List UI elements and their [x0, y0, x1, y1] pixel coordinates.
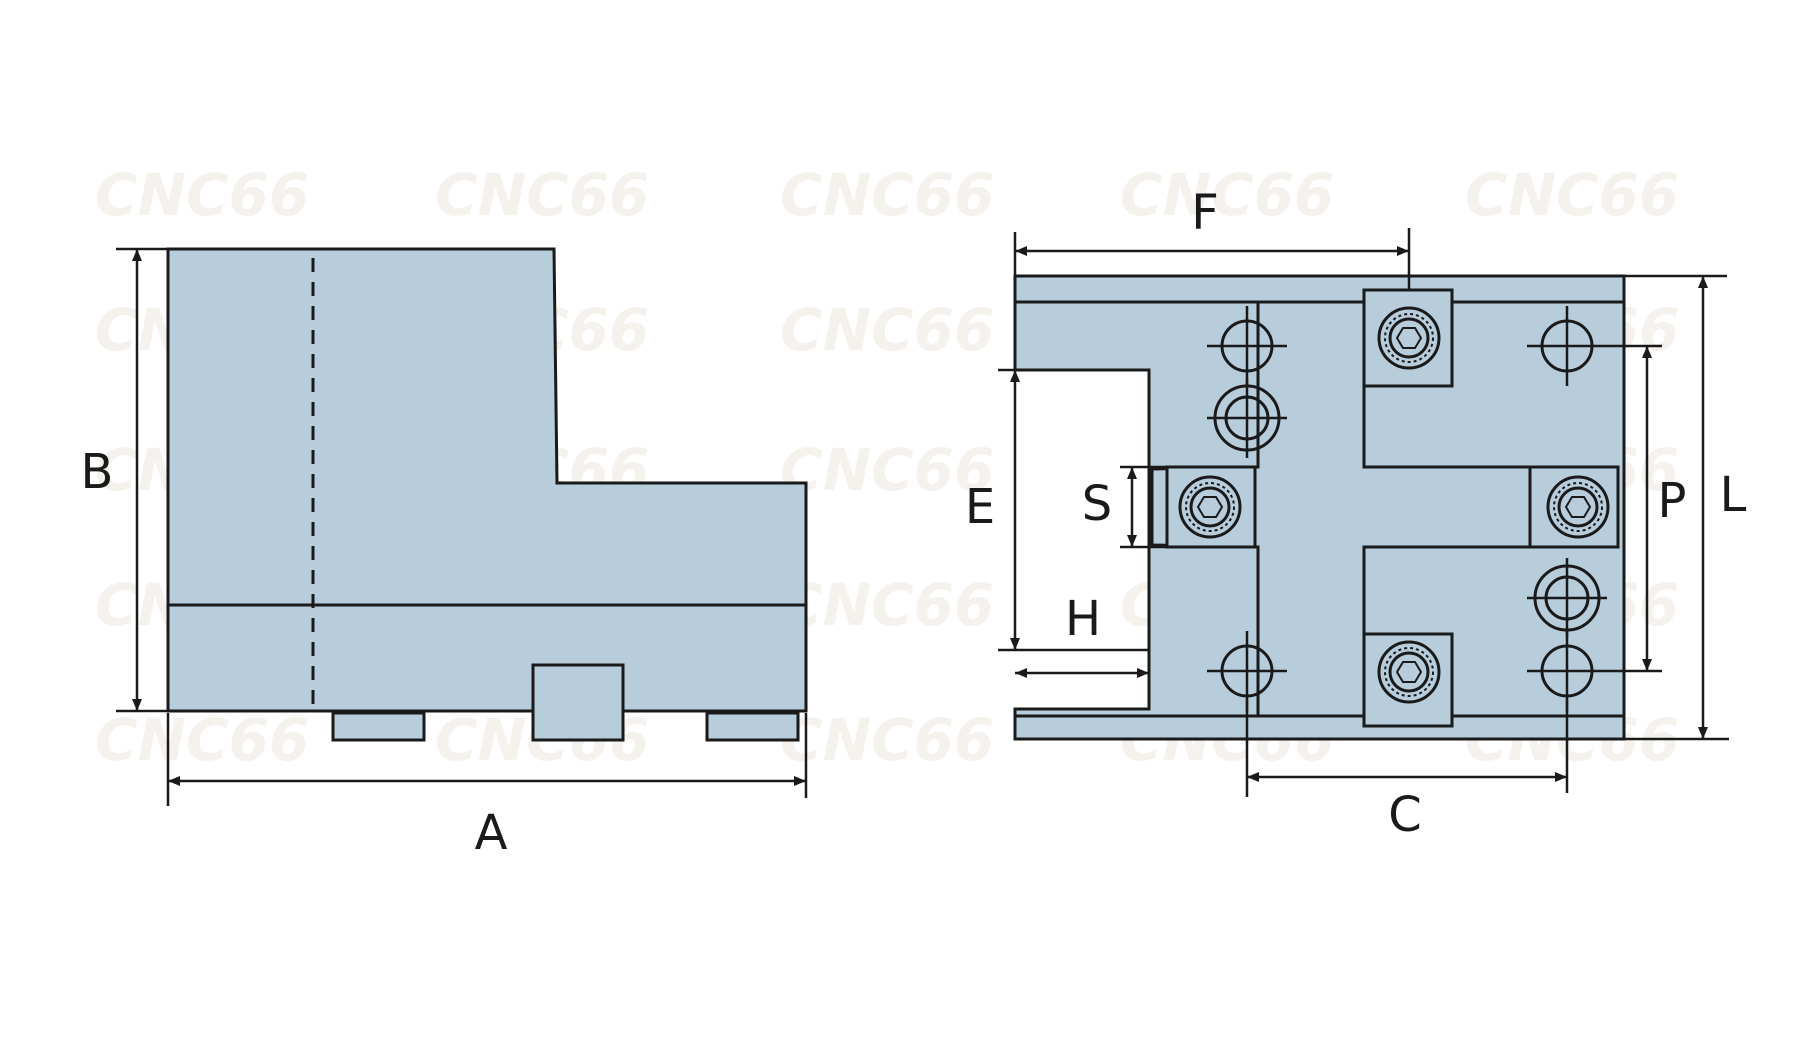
dimension-p-label: P: [1658, 473, 1687, 529]
counterbore-hole: [1207, 378, 1287, 458]
side-view: B A: [81, 247, 808, 861]
key-block: [531, 663, 625, 742]
top-view: F E H S C P L: [965, 185, 1747, 843]
foot-left: [331, 711, 426, 742]
watermark-text: CNC66: [95, 706, 309, 774]
mounting-hole: [1527, 306, 1662, 386]
watermark-text: CNC66: [780, 571, 994, 639]
watermark-text: CNC66: [780, 436, 994, 504]
watermark-text: CNC66: [435, 161, 649, 229]
t-nut-right: [1528, 465, 1620, 549]
watermark-text: CNC66: [1465, 161, 1679, 229]
jaw-body-top: [1013, 274, 1626, 741]
dimension-a-label: A: [475, 805, 508, 861]
dimension-f-label: F: [1191, 185, 1219, 241]
mounting-hole: [1207, 631, 1287, 711]
watermark-text: CNC66: [95, 161, 309, 229]
counterbore-hole: [1527, 558, 1607, 638]
foot-right: [705, 711, 800, 742]
dimension-l-label: L: [1720, 467, 1747, 523]
watermark-text: CNC66: [780, 706, 994, 774]
dimension-e-label: E: [965, 479, 995, 535]
jaw-body-side: [166, 247, 808, 713]
watermark-text: CNC66: [780, 296, 994, 364]
watermark-text: CNC66: [780, 161, 994, 229]
dimension-h-label: H: [1065, 591, 1101, 647]
dimension-c-label: C: [1388, 787, 1422, 843]
dimension-b-label: B: [81, 444, 114, 500]
mounting-hole: [1207, 306, 1287, 386]
watermark-text: CNC66: [1120, 161, 1334, 229]
mounting-hole: [1527, 631, 1662, 711]
dimension-s-label: S: [1082, 476, 1112, 532]
